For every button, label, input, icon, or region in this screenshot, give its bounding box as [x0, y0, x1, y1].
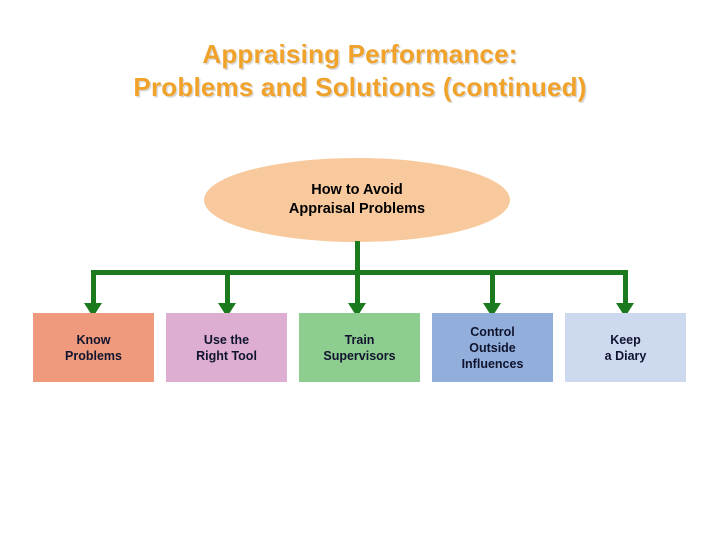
leaf-4-line-2: Outside: [469, 340, 516, 355]
leaf-2-line-1: Use the: [203, 332, 250, 347]
connector-drop-4: [490, 270, 495, 307]
leaf-1-line-2: Problems: [65, 348, 122, 363]
leaf-1-line-1: Know: [76, 332, 111, 347]
leaf-3-line-2: Supervisors: [323, 348, 396, 363]
leaf-5-line-1: Keep: [610, 332, 641, 347]
page-title-line-1: Appraising Performance:: [202, 39, 518, 69]
diagram-leaf-keep-a-diary: Keep a Diary: [565, 313, 686, 382]
page-title-line-2: Problems and Solutions (continued): [133, 72, 587, 102]
leaf-5-line-2: a Diary: [604, 348, 647, 363]
leaf-2-line-2: Right Tool: [196, 348, 257, 363]
leaf-4-line-1: Control: [470, 324, 515, 339]
leaf-3-line-1: Train: [344, 332, 375, 347]
diagram-leaf-use-the-right-tool: Use the Right Tool: [166, 313, 287, 382]
root-node-line-2: Appraisal Problems: [288, 201, 426, 217]
connector-drop-2: [225, 270, 230, 307]
diagram-leaf-control-outside-influences: Control Outside Influences: [432, 313, 553, 382]
connector-drop-1: [91, 270, 96, 307]
diagram-leaf-know-problems: Know Problems: [33, 313, 154, 382]
connector-drop-5: [623, 270, 628, 307]
diagram-leaf-train-supervisors: Train Supervisors: [299, 313, 420, 382]
connector-horizontal-bar: [91, 270, 628, 275]
root-node-line-1: How to Avoid: [311, 182, 403, 198]
diagram-root-node: How to Avoid Appraisal Problems: [204, 158, 510, 242]
leaf-4-line-3: Influences: [461, 356, 524, 371]
page-title: Appraising Performance: Problems and Sol…: [0, 38, 720, 104]
